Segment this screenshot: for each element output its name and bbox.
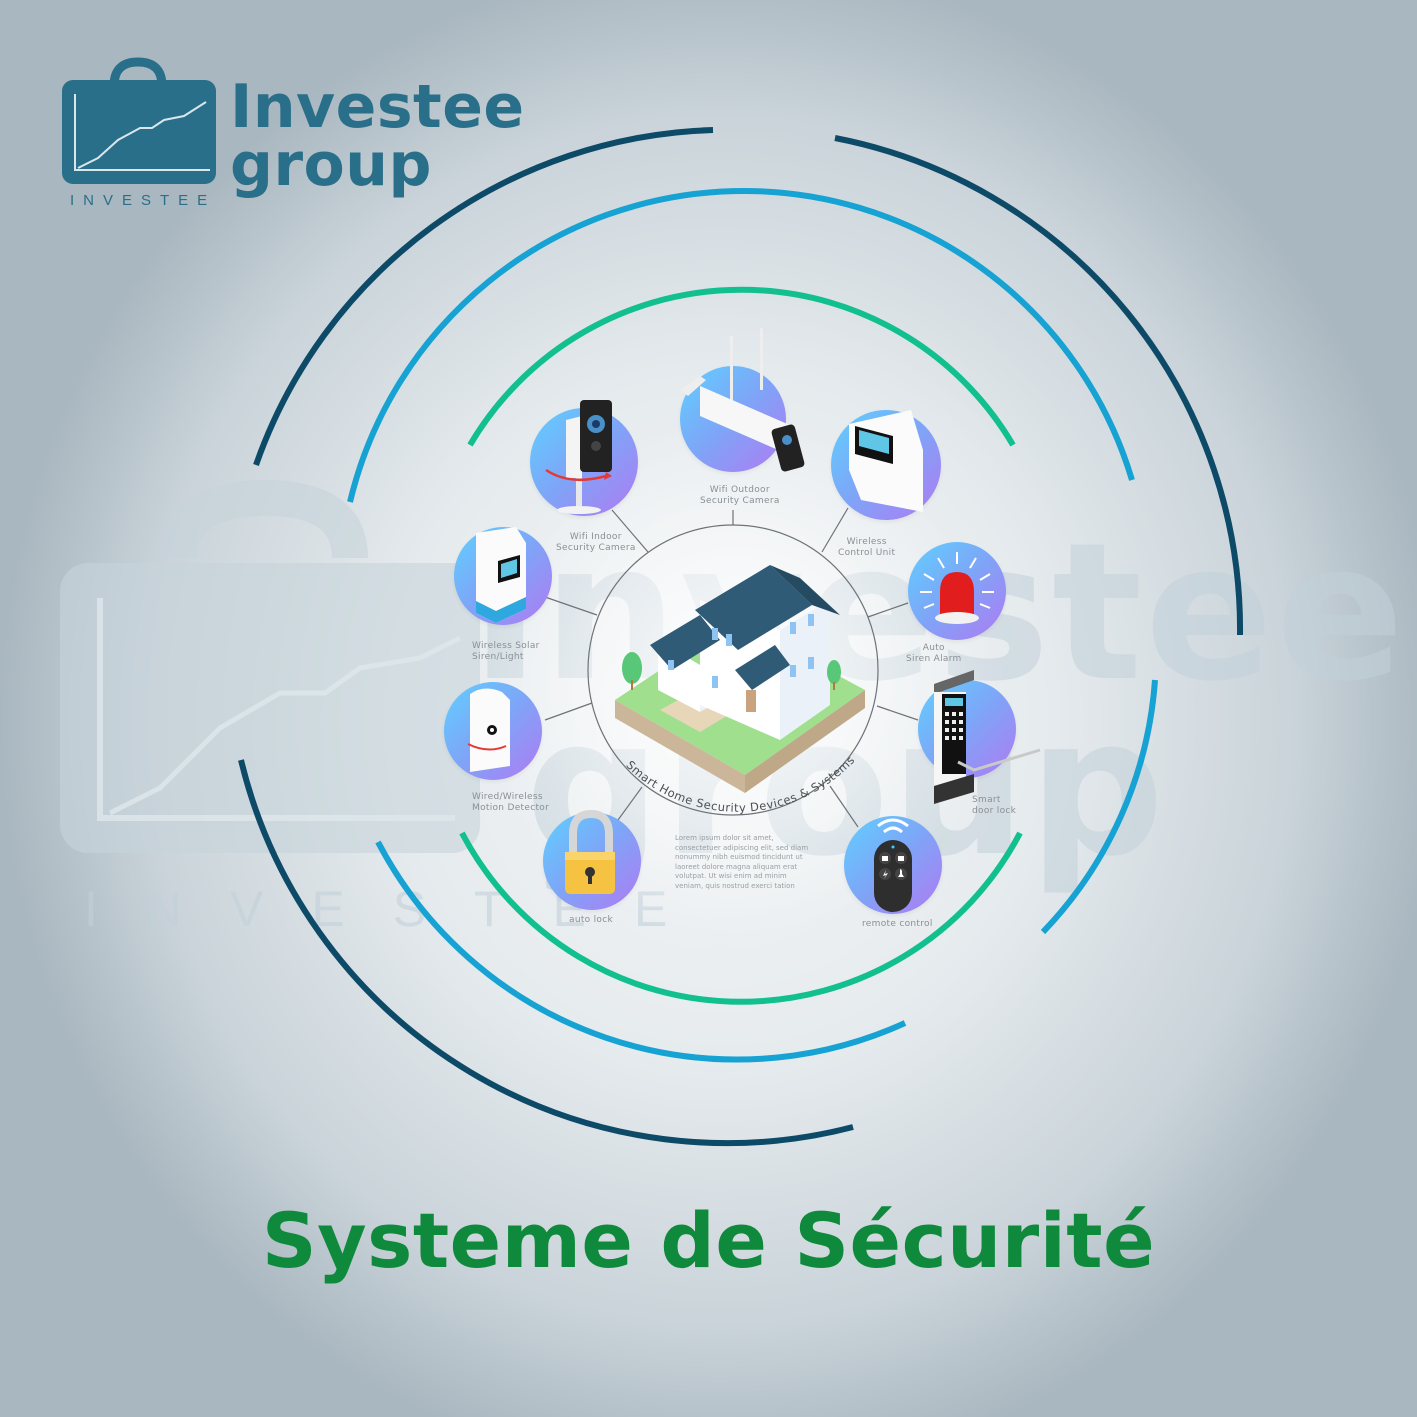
- indoor-camera-icon: [545, 400, 612, 514]
- label-line: Control Unit: [838, 548, 896, 558]
- label-auto-lock: auto lock: [569, 915, 613, 926]
- label-line: Motion Detector: [472, 803, 550, 813]
- outdoor-camera-icon: [680, 328, 805, 472]
- outer-arc-top-right: [834, 135, 1244, 636]
- control-panel-icon: [849, 410, 923, 512]
- brand-subtitle: INVESTEE: [70, 192, 217, 209]
- middle-arc-bottom: [375, 840, 907, 1063]
- label-line: Smart: [972, 795, 1001, 805]
- label-line: Security Camera: [556, 543, 636, 553]
- padlock-icon: [565, 809, 615, 894]
- siren-icon: [920, 552, 994, 624]
- label-line: Siren Alarm: [906, 654, 962, 664]
- label-outdoor-camera: Wifi Outdoor Security Camera: [700, 485, 780, 507]
- inner-arc-top: [467, 286, 1016, 447]
- label-line: Wireless Solar: [472, 641, 540, 651]
- device-auto-lock: [543, 809, 641, 910]
- device-motion-detector: [444, 682, 542, 780]
- label-line: Wifi Indoor: [569, 532, 622, 542]
- label-door-lock: Smart door lock: [972, 795, 1016, 817]
- inner-arc-bottom: [459, 831, 1023, 1005]
- outer-arc-bottom: [238, 759, 854, 1147]
- middle-arc-right: [1040, 679, 1158, 935]
- device-remote-control: [844, 816, 942, 914]
- label-indoor-camera: Wifi Indoor Security Camera: [556, 532, 636, 554]
- label-remote-control: remote control: [862, 919, 933, 930]
- device-solar-siren: [454, 527, 552, 625]
- label-control-unit: Wireless Control Unit: [838, 537, 895, 559]
- page-title: Systeme de Sécurité: [261, 1196, 1156, 1285]
- label-solar-siren: Wireless Solar Siren/Light: [472, 641, 540, 663]
- middle-arc-top: [347, 187, 1135, 503]
- outer-arc-top-left: [253, 127, 714, 466]
- device-door-lock: [918, 670, 1041, 804]
- keypad-lock-icon: [934, 670, 1041, 804]
- label-line: door lock: [972, 806, 1017, 816]
- label-line: Wired/Wireless: [472, 792, 543, 802]
- device-control-unit: [831, 410, 941, 520]
- description-text: Lorem ipsum dolor sit amet, consectetuer…: [675, 834, 809, 890]
- label-line: Wireless: [846, 537, 887, 547]
- label-motion-detector: Wired/Wireless Motion Detector: [472, 792, 549, 814]
- brand-name-line2: group: [230, 130, 432, 200]
- brand-wordmark: Investee group: [230, 72, 525, 200]
- house-illustration: [615, 565, 865, 793]
- label-line: auto lock: [569, 915, 613, 925]
- label-line: remote control: [862, 919, 933, 929]
- briefcase-chart-logo-icon: [62, 57, 216, 184]
- device-outdoor-camera: [680, 328, 805, 472]
- label-line: Wifi Outdoor: [709, 485, 770, 495]
- motion-sensor-icon: [467, 688, 510, 772]
- device-siren-alarm: [908, 542, 1006, 640]
- label-line: Auto: [922, 643, 945, 653]
- label-line: Siren/Light: [472, 652, 524, 662]
- brand-name-line1: Investee: [230, 72, 525, 142]
- label-line: Security Camera: [700, 496, 780, 506]
- key-fob-icon: [874, 818, 912, 912]
- label-siren-alarm: Auto Siren Alarm: [906, 643, 962, 665]
- solar-siren-icon: [476, 527, 526, 623]
- device-indoor-camera: [530, 400, 638, 516]
